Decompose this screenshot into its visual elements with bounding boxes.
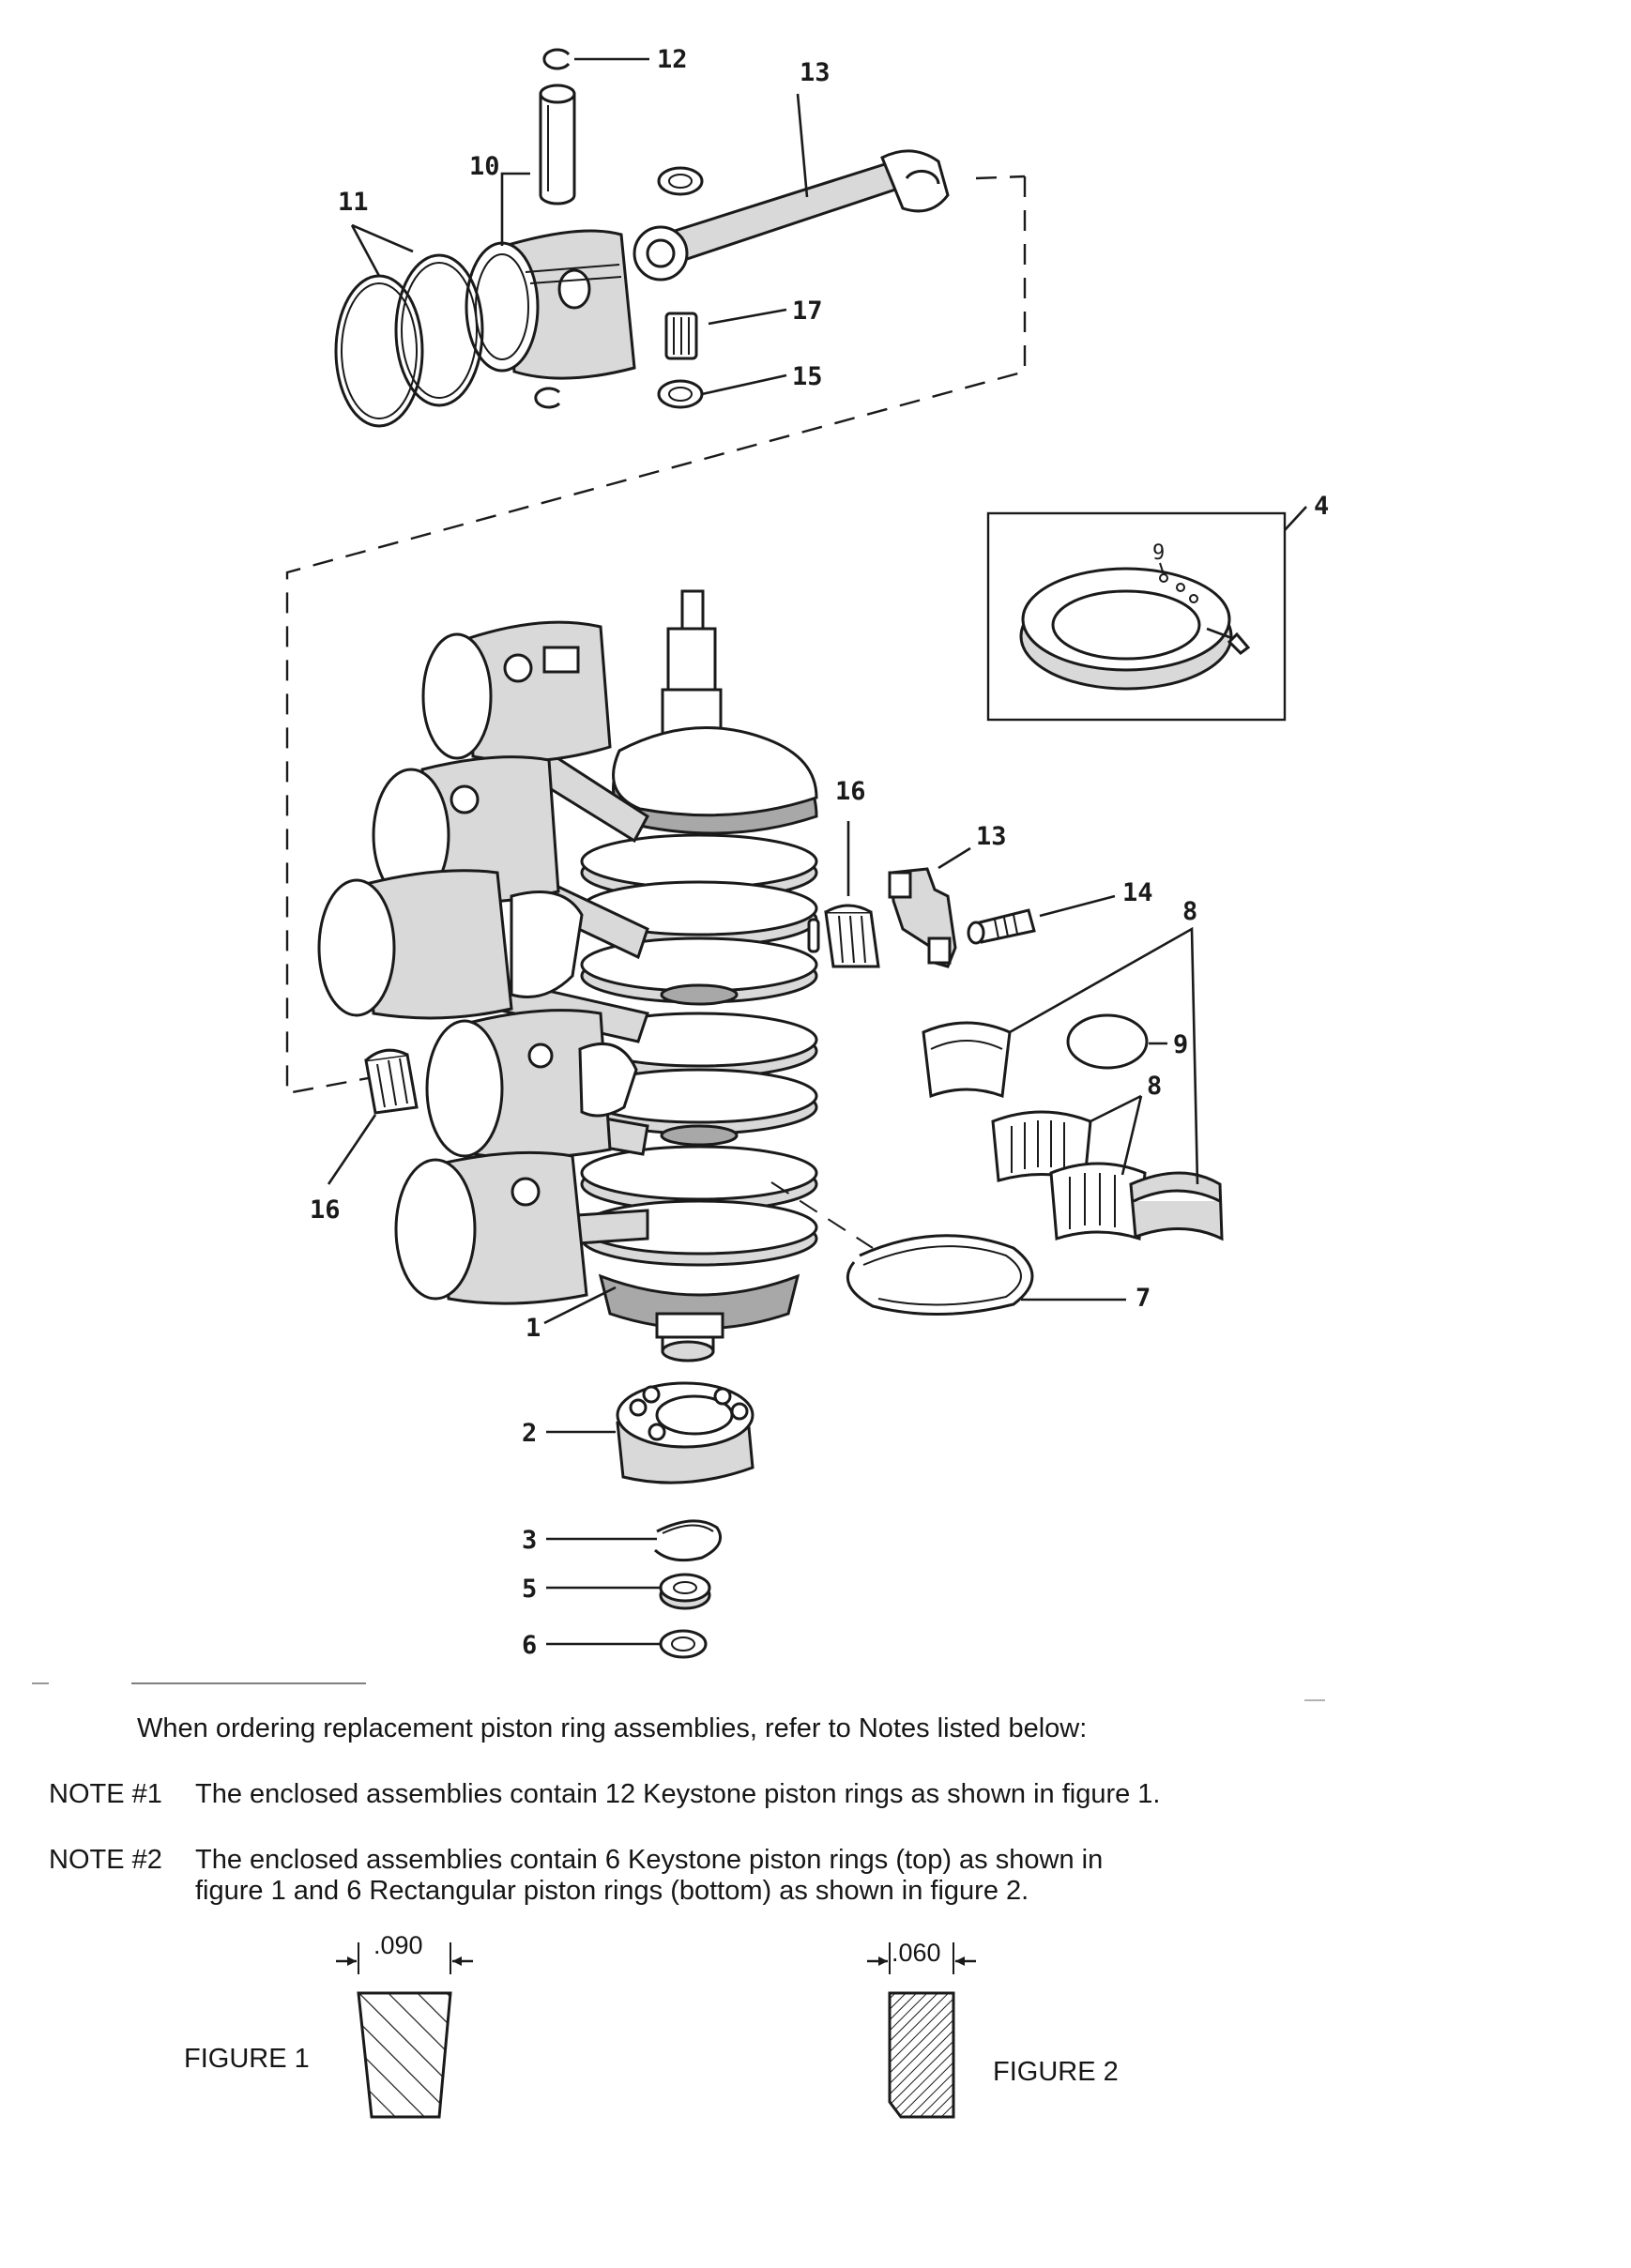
callout-7: 7 (1136, 1284, 1151, 1313)
needle-bearing-left (364, 1048, 419, 1115)
piston-bank (317, 620, 649, 1305)
ball-bearing (616, 1381, 755, 1484)
seal-ring-large (846, 1234, 1034, 1317)
connecting-rod-cap (888, 867, 957, 968)
callout-14: 14 (1122, 878, 1153, 907)
callout-4: 4 (1314, 492, 1329, 521)
piston-pin-clip-top (542, 48, 571, 70)
connecting-rod (633, 149, 950, 282)
callout-8-mid: 8 (1147, 1072, 1162, 1101)
callout-13-top: 13 (800, 58, 831, 87)
note-2-text-line-1: The enclosed assemblies contain 6 Keysto… (195, 1845, 1104, 1875)
figure-1-label: FIGURE 1 (184, 2044, 310, 2074)
dashed-assembly-outline (285, 175, 1027, 1095)
callout-9-right: 9 (1173, 1030, 1188, 1059)
piston-pin (539, 84, 576, 205)
callout-11: 11 (338, 188, 369, 217)
callout-12: 12 (657, 45, 688, 74)
callout-13-mid: 13 (976, 822, 1007, 851)
note-1-label: NOTE #1 (49, 1779, 162, 1809)
thrust-washer-bottom (657, 379, 704, 409)
figure-2-rectangular-profile (867, 1942, 976, 2119)
callout-2: 2 (522, 1419, 537, 1448)
needle-bearing-halves-mid (807, 904, 880, 968)
callout-9-inset: 9 (1152, 541, 1165, 565)
needle-bearing (664, 312, 698, 360)
figure-2-dimension: .060 (892, 1939, 941, 1967)
note-1-text: The enclosed assemblies contain 12 Keyst… (195, 1779, 1161, 1809)
piston-pin-clip-bottom (534, 387, 561, 409)
inset-box (986, 506, 1307, 722)
callout-3: 3 (522, 1526, 537, 1555)
figure-1-dimension: .090 (373, 1931, 423, 1959)
piston-ring-pair (334, 253, 484, 428)
leader-lines-lower (327, 821, 1199, 1646)
o-ring (659, 1629, 708, 1659)
callout-17: 17 (792, 297, 823, 326)
note-2-label: NOTE #2 (49, 1845, 162, 1875)
figure-2-label: FIGURE 2 (993, 2057, 1119, 2087)
note-2-text-line-2: figure 1 and 6 Rectangular piston rings … (195, 1876, 1029, 1906)
callout-5: 5 (522, 1575, 537, 1604)
main-bearing-parts (922, 1013, 1224, 1241)
leader-lines-top (350, 57, 809, 396)
oil-seal (659, 1573, 711, 1610)
callout-1: 1 (526, 1314, 541, 1343)
figure-1-keystone-profile (336, 1942, 473, 2119)
callout-15: 15 (792, 362, 823, 391)
piston-single (465, 229, 636, 380)
rod-cap-screw (967, 908, 1036, 945)
thrust-washer-top (657, 166, 704, 196)
intro-text: When ordering replacement piston ring as… (137, 1713, 1088, 1743)
retaining-ring (654, 1519, 722, 1562)
crankshaft (580, 589, 818, 1362)
callout-10: 10 (469, 152, 500, 181)
callout-8-top: 8 (1182, 897, 1197, 926)
callout-6: 6 (522, 1631, 537, 1660)
callout-16-mid: 16 (835, 777, 866, 806)
callout-16-left: 16 (310, 1195, 341, 1225)
